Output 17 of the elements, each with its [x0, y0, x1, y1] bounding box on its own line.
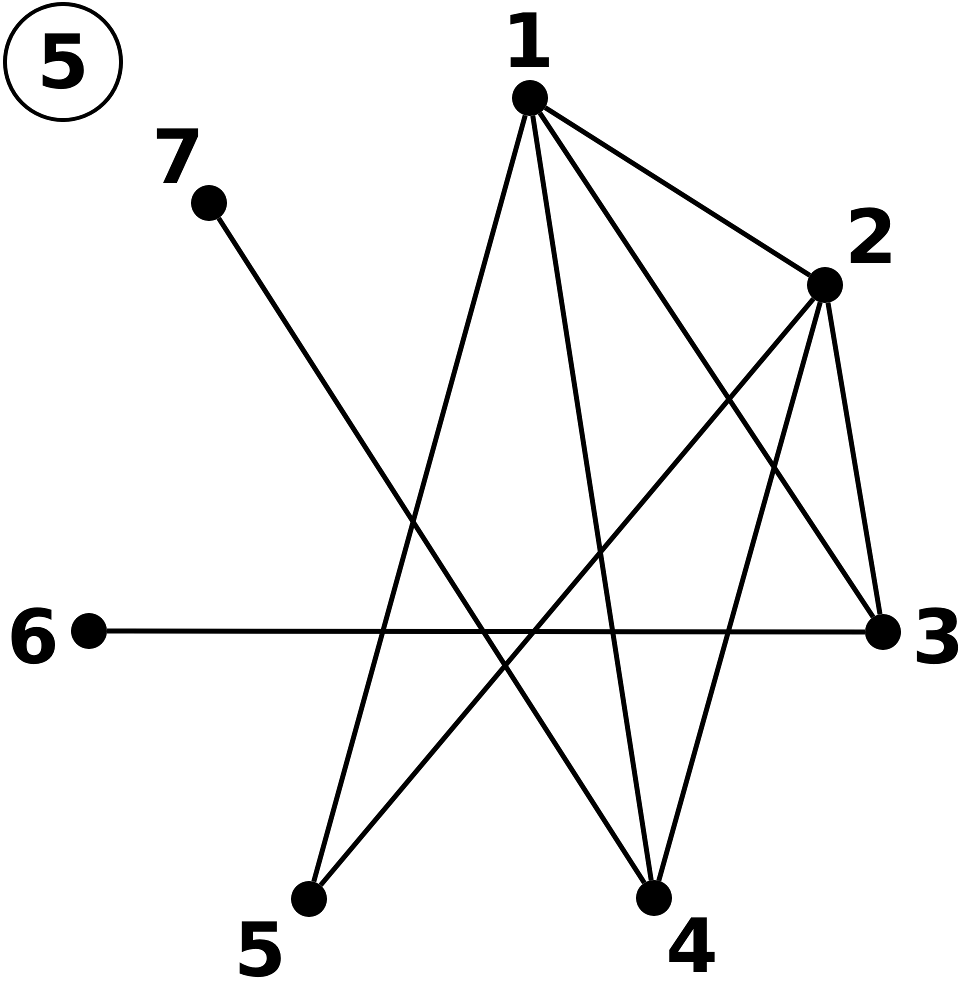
vertex-label: 7 — [152, 127, 204, 187]
edge-line — [826, 302, 882, 615]
edge-line — [530, 115, 654, 881]
edge-line — [656, 302, 823, 882]
vertex-label: 6 — [6, 607, 60, 667]
edge-line — [216, 216, 646, 884]
edge-line — [107, 628, 865, 634]
edge-line — [544, 105, 812, 278]
vertex-label: 1 — [502, 11, 554, 71]
vertex-label: 2 — [844, 207, 898, 267]
edge-line — [318, 297, 816, 887]
vertex-label: 4 — [666, 916, 718, 976]
vertex-label: 3 — [912, 607, 964, 667]
edge-line — [311, 114, 528, 882]
edge-line — [538, 112, 876, 618]
vertex-label: 5 — [234, 920, 286, 980]
circled-number: 5 — [3, 2, 123, 122]
